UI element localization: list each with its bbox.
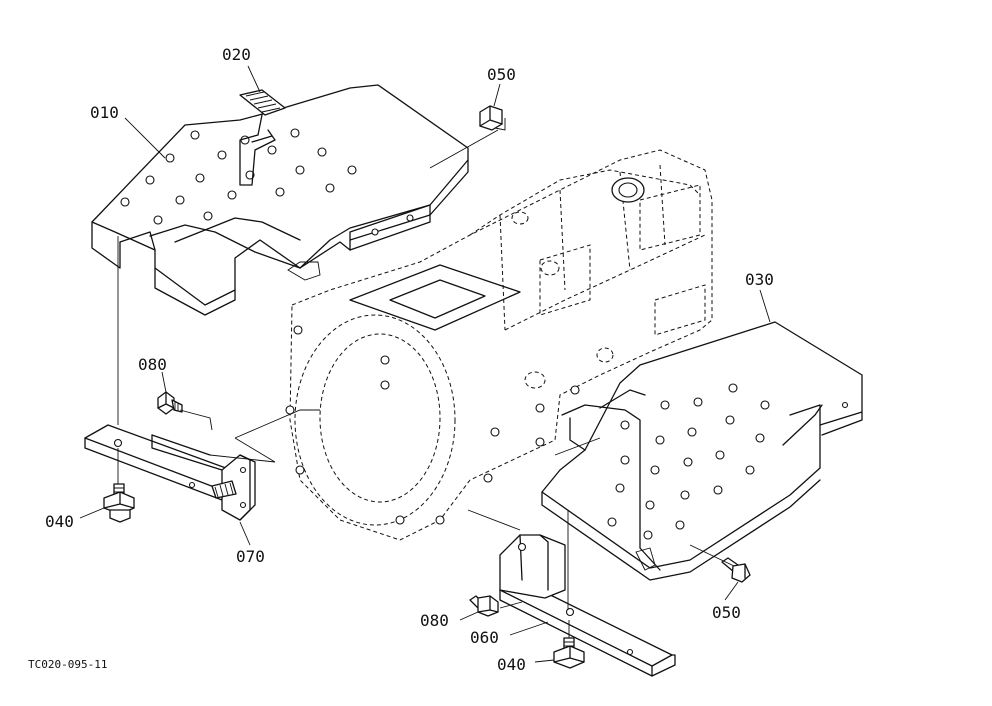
leader-lines: [79, 65, 771, 663]
left-step-010: [91, 84, 469, 316]
label-080-left: 080: [138, 355, 167, 374]
label-010: 010: [90, 103, 119, 122]
bolt-040-lower: [553, 637, 585, 669]
bolt-050-lower: [721, 557, 751, 583]
bolt-080-left: [157, 391, 183, 415]
label-060: 060: [470, 628, 499, 647]
label-050-upper: 050: [487, 65, 516, 84]
label-050-lower: 050: [712, 603, 741, 622]
bolt-050-upper: [479, 105, 506, 131]
label-040-left: 040: [45, 512, 74, 531]
label-080-lower: 080: [420, 611, 449, 630]
right-step-030: [541, 321, 863, 581]
bolt-080-lower: [469, 595, 499, 617]
figure-code: TC020-095-11: [28, 658, 107, 671]
bracket-060: [499, 534, 676, 677]
bracket-070: [84, 424, 256, 521]
label-070: 070: [236, 547, 265, 566]
label-020: 020: [222, 45, 251, 64]
bolt-040-left: [103, 483, 135, 523]
label-040-lower: 040: [497, 655, 526, 674]
transmission-case: [285, 149, 713, 541]
pedal-020: [239, 89, 286, 186]
label-030: 030: [745, 270, 774, 289]
